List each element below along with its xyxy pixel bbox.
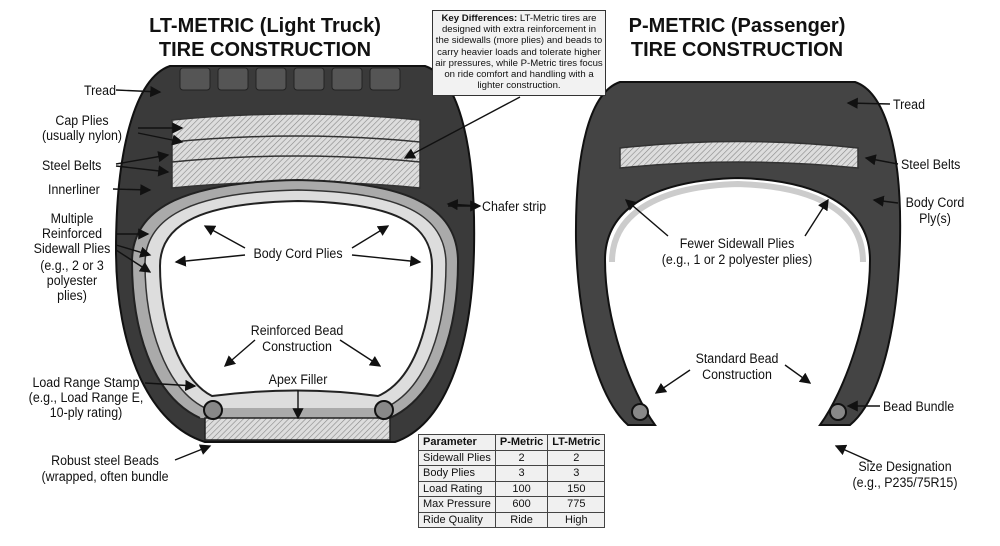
p-subtitle: TIRE CONSTRUCTION (630, 39, 844, 61)
label-body-cord-1: Body Cord (905, 195, 965, 210)
cell: 775 (547, 496, 606, 513)
label-sidewall-3: Sidewall Plies (33, 241, 111, 256)
cell: Ride (494, 511, 549, 528)
label-fewer-sidewall-2: (e.g., 1 or 2 polyester plies) (661, 252, 813, 267)
cell: Max Pressure (418, 496, 496, 513)
comparison-table: Parameter P-Metric LT-Metric Sidewall Pl… (418, 434, 606, 528)
cell: 3 (547, 465, 606, 482)
label-p-tread: Tread (893, 97, 925, 112)
label-fewer-sidewall-1: Fewer Sidewall Plies (679, 236, 795, 251)
table-header-row: Parameter P-Metric LT-Metric (418, 434, 606, 451)
cell: 2 (494, 449, 549, 466)
p-tire-cross-section (574, 81, 902, 426)
label-reinforced-bead-1: Reinforced Bead (250, 323, 344, 338)
cell: Sidewall Plies (418, 449, 496, 466)
lt-title: LT-METRIC (Light Truck) (149, 15, 381, 37)
label-apex-filler: Apex Filler (268, 372, 328, 387)
label-sidewall-6: plies) (57, 288, 87, 303)
cell: Body Plies (418, 465, 496, 482)
label-size-designation-2: (e.g., P235/75R15) (852, 475, 958, 490)
key-heading: Key Differences: (441, 13, 518, 24)
label-lt-steel-belts: Steel Belts (42, 158, 102, 173)
cell: 3 (494, 465, 549, 482)
label-standard-bead-2: Construction (702, 367, 772, 382)
label-bead-bundle: Bead Bundle (883, 399, 955, 414)
leader-lines (112, 85, 899, 463)
p-title: P-METRIC (Passenger) (628, 15, 846, 37)
label-load-range-3: 10-ply rating) (49, 405, 123, 420)
label-cap-plies-note: (usually nylon) (41, 128, 123, 143)
label-sidewall-1: Multiple (50, 211, 94, 226)
cell: High (547, 511, 606, 528)
label-sidewall-4: (e.g., 2 or 3 (40, 258, 104, 273)
header-parameter: Parameter (418, 434, 496, 451)
label-lt-tread: Tread (84, 83, 116, 98)
label-size-designation-1: Size Designation (858, 459, 952, 474)
label-load-range-1: Load Range Stamp (32, 375, 140, 390)
header-p-metric: P-Metric (494, 434, 549, 451)
cell: 2 (547, 449, 606, 466)
label-robust-beads-2: (wrapped, often bundle (41, 469, 169, 484)
cell: Load Rating (418, 480, 496, 497)
label-body-cord-2: Ply(s) (919, 211, 951, 226)
label-chafer-strip: Chafer strip (482, 199, 547, 214)
cell: 100 (494, 480, 549, 497)
label-p-steel-belts: Steel Belts (901, 157, 961, 172)
label-sidewall-5: polyester (46, 273, 98, 288)
label-standard-bead-1: Standard Bead (695, 351, 779, 366)
cell: 600 (494, 496, 549, 513)
key-text: LT-Metric tires are designed with extra … (435, 13, 603, 92)
cell: Ride Quality (418, 511, 496, 528)
label-cap-plies: Cap Plies (55, 113, 109, 128)
cell: 150 (547, 480, 606, 497)
lt-subtitle: TIRE CONSTRUCTION (158, 39, 372, 61)
label-sidewall-2: Reinforced (41, 226, 103, 241)
key-differences-box: Key Differences: LT-Metric tires are des… (432, 10, 606, 96)
label-robust-beads-1: Robust steel Beads (51, 453, 159, 468)
label-innerliner: Innerliner (48, 182, 100, 197)
header-lt-metric: LT-Metric (547, 434, 606, 451)
label-load-range-2: (e.g., Load Range E, (28, 390, 144, 405)
label-body-cord-plies: Body Cord Plies (253, 246, 343, 261)
label-reinforced-bead-2: Construction (262, 339, 332, 354)
